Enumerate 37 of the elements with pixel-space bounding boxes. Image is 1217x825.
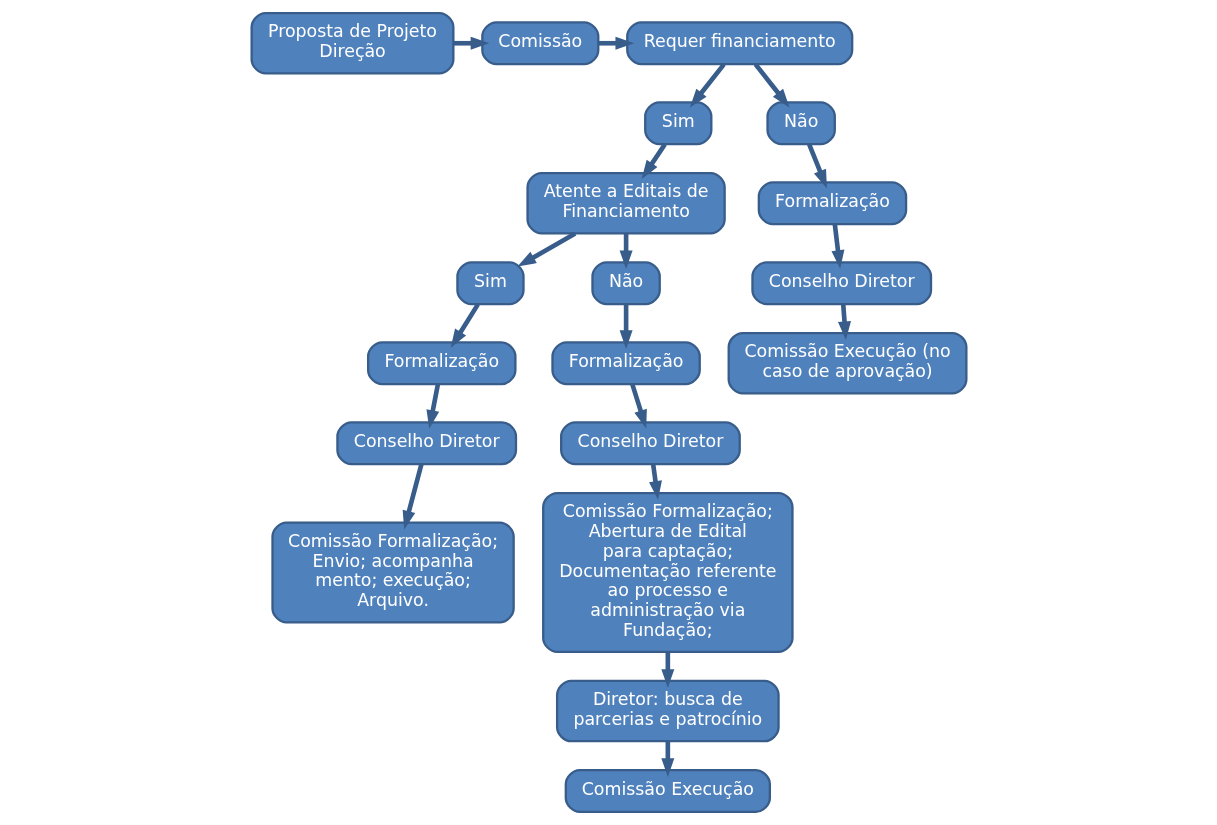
arrow (689, 62, 726, 108)
node-box: Não (590, 261, 661, 306)
node-box: Comissão Execução (no caso de aprovação) (727, 331, 967, 395)
arrow (660, 741, 674, 777)
arrow (837, 304, 851, 341)
node-box: Atente a Editais de Financiamento (525, 171, 726, 235)
node-box: Requer financiamento (625, 21, 853, 66)
arrow (516, 231, 576, 267)
arrow (753, 62, 790, 108)
arrow (452, 36, 489, 50)
node-box: Conselho Diretor (750, 261, 932, 306)
node-box: Diretor: busca de parcerias e patrocínio (555, 679, 780, 743)
node-box: Conselho Diretor (335, 421, 517, 466)
node-box: Sim (455, 261, 525, 306)
node-box: Formalização (366, 341, 517, 386)
arrow (450, 303, 480, 348)
arrow (648, 463, 662, 500)
arrow (629, 383, 647, 429)
node-box: Comissão (480, 21, 599, 66)
node-box: Comissão Formalização; Envio; acompanha mento; execução; Arquivo. (270, 521, 515, 624)
node-box: Sim (643, 101, 712, 146)
arrow (806, 143, 827, 189)
arrow (641, 143, 667, 179)
arrow (597, 36, 634, 50)
node-box: Comissão Execução (564, 769, 771, 814)
node-box: Formalização (757, 181, 907, 226)
node-box: Formalização (550, 341, 701, 386)
arrow (402, 463, 424, 530)
arrow (619, 304, 633, 349)
node-box: Não (765, 101, 836, 146)
node-box: Conselho Diretor (559, 421, 741, 466)
arrow (425, 383, 440, 429)
arrow (830, 224, 844, 269)
node-box: Proposta de Projeto Direção (250, 11, 455, 75)
node-box: Comissão Formalização; Abertura de Edital para captação; Documentação referente ao processo e administração via Fundação; (541, 491, 794, 654)
arrow (619, 233, 633, 270)
arrow (660, 652, 674, 688)
